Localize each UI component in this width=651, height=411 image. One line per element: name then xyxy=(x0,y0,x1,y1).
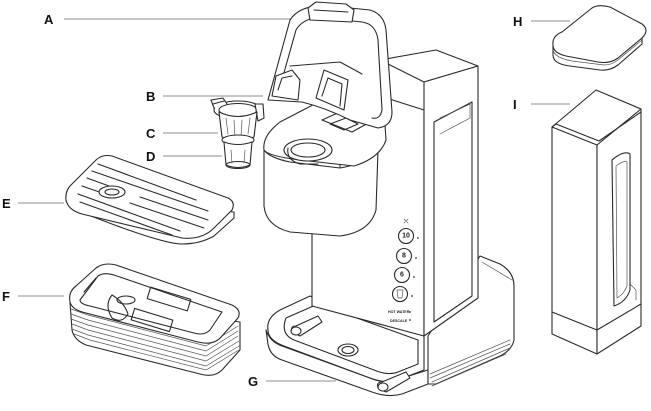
callout-d: D xyxy=(146,149,155,164)
hot-water-label: HOT WATER xyxy=(388,310,410,314)
control-panel: 10 8 6 HOT WATER DESCALE xyxy=(388,218,419,323)
callout-f: F xyxy=(2,289,10,304)
drip-slots xyxy=(77,163,209,236)
callout-a: A xyxy=(44,12,54,27)
power-icon xyxy=(403,218,409,224)
size-6-button[interactable] xyxy=(393,266,411,284)
reservoir-lid xyxy=(552,5,647,71)
callout-c: C xyxy=(146,126,156,141)
callout-i: I xyxy=(513,97,517,112)
size-8-label: 8 xyxy=(402,253,406,260)
callout-h: H xyxy=(513,14,522,29)
cup-icon xyxy=(396,289,404,299)
pod-holder xyxy=(210,97,265,170)
brewer-body: 10 8 6 HOT WATER DESCALE xyxy=(263,1,515,397)
callout-e: E xyxy=(2,196,11,211)
drip-tray-plate xyxy=(65,154,235,245)
callout-labels: A B C D E F G H I xyxy=(2,12,522,389)
size-6-label: 6 xyxy=(400,272,404,279)
callout-b: B xyxy=(146,89,155,104)
water-reservoir xyxy=(551,89,642,355)
size-10-label: 10 xyxy=(402,233,410,240)
size-8-button[interactable] xyxy=(395,247,413,265)
drip-tray-base xyxy=(69,263,241,376)
hot-water-button[interactable] xyxy=(391,285,409,303)
callout-g: G xyxy=(248,374,258,389)
descale-label: DESCALE xyxy=(390,319,408,323)
base-drip-tray xyxy=(265,295,429,397)
leader-lines xyxy=(18,18,570,382)
size-10-button[interactable] xyxy=(397,227,415,245)
brewer-lid xyxy=(267,1,393,129)
